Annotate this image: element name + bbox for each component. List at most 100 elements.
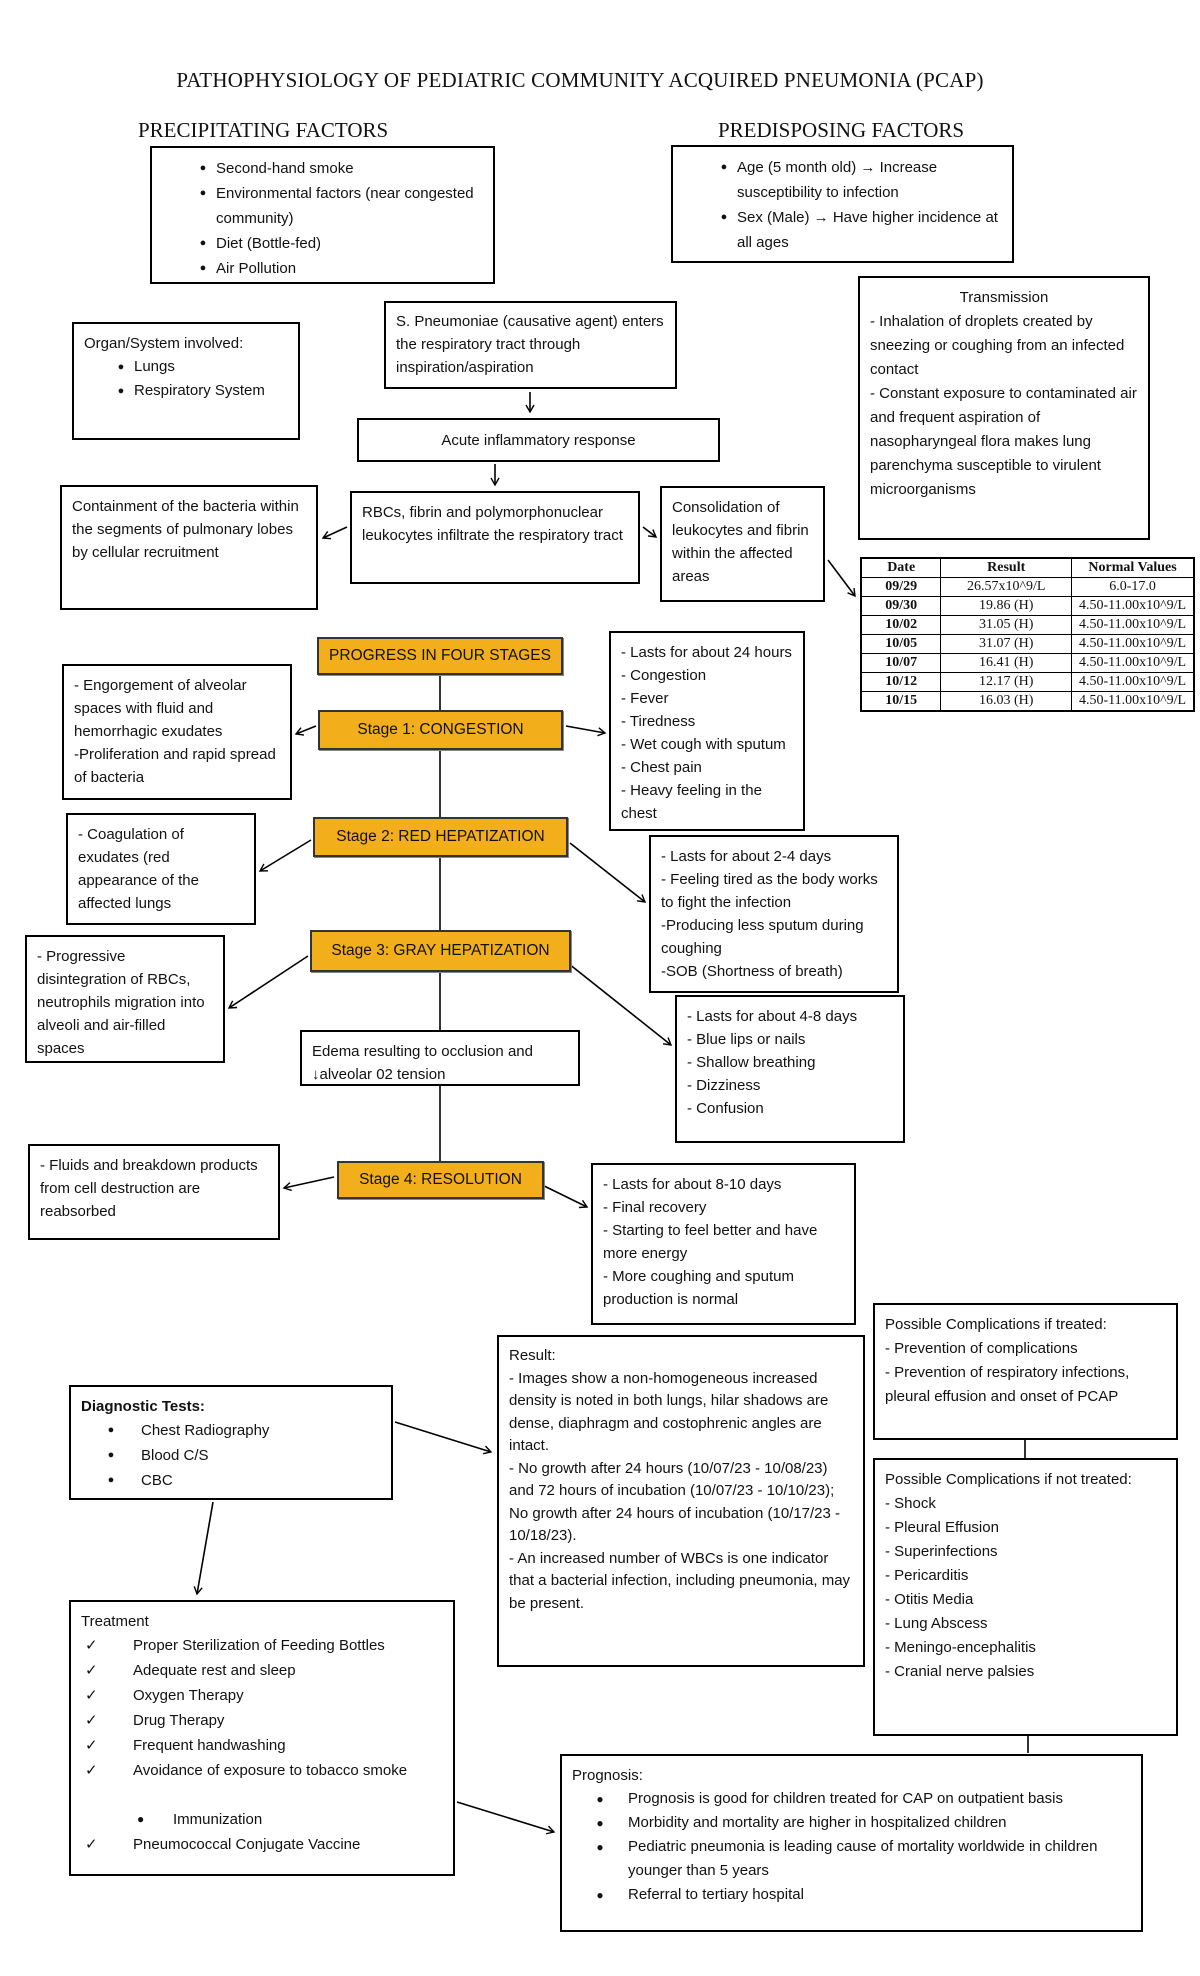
- heading-precipitating-factors: PRECIPITATING FACTORS: [138, 118, 389, 142]
- progress-label: PROGRESS IN FOUR STAGES: [329, 647, 551, 664]
- stage1-pathology-line: - Engorgement of alveolar spaces with fl…: [74, 677, 247, 740]
- stage1-pathology-box: - Engorgement of alveolar spaces with fl…: [62, 664, 292, 800]
- organ-item: Lungs: [134, 358, 175, 375]
- stage2-pathology-box: - Coagulation of exudates (red appearanc…: [66, 813, 256, 925]
- treatment-item: Oxygen Therapy: [133, 1687, 244, 1704]
- stage4-pathology-box: - Fluids and breakdown products from cel…: [28, 1144, 280, 1240]
- bullet-icon: ●: [107, 1449, 115, 1461]
- prognosis-item: Prognosis is good for children treated f…: [628, 1790, 1063, 1807]
- date-cell: 10/12: [860, 672, 942, 692]
- predisposing-item: Sex (Male) → Have higher incidence at al…: [737, 209, 998, 251]
- consolidation-box: Consolidation of leukocytes and fibrin w…: [660, 486, 825, 602]
- stage1-congestion-box: Stage 1: CONGESTION: [318, 710, 563, 750]
- result-cell: 19.86 (H): [940, 596, 1073, 616]
- stage1-symptom: - Tiredness: [621, 713, 696, 730]
- stage2-symptom: - Lasts for about 2-4 days: [661, 848, 832, 865]
- bullet-icon: ●: [117, 361, 125, 373]
- predisposing-item: Age (5 month old) → Increase susceptibil…: [737, 159, 938, 201]
- stage2-symptom: -SOB (Shortness of breath): [661, 963, 843, 980]
- table-header-date: Date: [860, 557, 942, 578]
- result-cell: 16.41 (H): [940, 653, 1073, 673]
- stage4-symptom: - More coughing and sputum production is…: [603, 1268, 794, 1308]
- diagnostic-item: CBC: [141, 1472, 173, 1489]
- result-paragraph: - No growth after 24 hours (10/07/23 - 1…: [509, 1459, 841, 1545]
- complications-untreated-line: - Superinfections: [885, 1543, 998, 1560]
- bullet-icon: ●: [107, 1424, 115, 1436]
- transmission-line: - Inhalation of droplets created by snee…: [870, 313, 1125, 378]
- bullet-icon: ●: [107, 1474, 115, 1486]
- complications-treated-line: - Prevention of complications: [885, 1340, 1078, 1357]
- treatment-item: Proper Sterilization of Feeding Bottles: [133, 1637, 385, 1654]
- stage4-symptom: - Starting to feel better and have more …: [603, 1222, 818, 1262]
- check-icon: ✓: [85, 1836, 98, 1853]
- bullet-icon: ●: [596, 1792, 604, 1806]
- date-cell: 10/05: [860, 634, 942, 654]
- complications-untreated-line: - Otitis Media: [885, 1591, 974, 1608]
- organ-item: Respiratory System: [134, 382, 265, 399]
- stage1-symptom: - Congestion: [621, 667, 707, 684]
- complications-untreated-line: - Pleural Effusion: [885, 1519, 999, 1536]
- stage1-symptom: - Lasts for about 24 hours: [621, 644, 792, 661]
- bullet-icon: ●: [720, 211, 728, 223]
- stage4-label: Stage 4: RESOLUTION: [359, 1171, 522, 1188]
- bullet-icon: ●: [137, 1812, 145, 1826]
- treatment-item: Drug Therapy: [133, 1712, 225, 1729]
- normal-cell: 4.50-11.00x10^9/L: [1071, 653, 1195, 673]
- prognosis-box: Prognosis: ●Prognosis is good for childr…: [560, 1754, 1143, 1932]
- bullet-icon: ●: [720, 161, 728, 173]
- edema-occlusion-box: Edema resulting to occlusion and ↓alveol…: [300, 1030, 580, 1086]
- date-cell: 10/07: [860, 653, 942, 673]
- check-icon: ✓: [85, 1762, 98, 1779]
- check-icon: ✓: [85, 1712, 98, 1729]
- result-paragraph: - An increased number of WBCs is one ind…: [509, 1549, 851, 1612]
- normal-cell: 4.50-11.00x10^9/L: [1071, 596, 1195, 616]
- bullet-icon: ●: [199, 262, 207, 274]
- rbcs-infiltrate-box: RBCs, fibrin and polymorphonuclear leuko…: [350, 491, 640, 584]
- normal-cell: 4.50-11.00x10^9/L: [1071, 615, 1195, 635]
- transmission-line: - Constant exposure to contaminated air …: [870, 385, 1137, 498]
- bullet-icon: ●: [199, 162, 207, 174]
- complications-untreated-box: Possible Complications if not treated: -…: [873, 1458, 1178, 1736]
- stage4-symptoms-box: - Lasts for about 8-10 days - Final reco…: [591, 1163, 856, 1325]
- check-icon: ✓: [85, 1737, 98, 1754]
- complications-treated-title: Possible Complications if treated:: [885, 1316, 1107, 1333]
- progress-four-stages-box: PROGRESS IN FOUR STAGES: [317, 637, 563, 675]
- precipitating-item: Diet (Bottle-fed): [216, 235, 322, 252]
- stage3-symptom: - Shallow breathing: [687, 1054, 816, 1071]
- complications-treated-line: - Prevention of respiratory infections, …: [885, 1364, 1130, 1405]
- stage1-label: Stage 1: CONGESTION: [357, 721, 524, 738]
- organ-system-box: Organ/System involved: ●Lungs ●Respirato…: [72, 322, 300, 440]
- treatment-item: Pneumococcal Conjugate Vaccine: [133, 1836, 361, 1853]
- stage1-symptom: - Wet cough with sputum: [621, 736, 786, 753]
- causative-agent-box: S. Pneumoniae (causative agent) enters t…: [384, 301, 677, 389]
- acute-inflammatory-box: Acute inflammatory response: [357, 418, 720, 462]
- stage4-resolution-box: Stage 4: RESOLUTION: [337, 1161, 544, 1199]
- stage2-red-hepatization-box: Stage 2: RED HEPATIZATION: [313, 817, 568, 857]
- containment-box: Containment of the bacteria within the s…: [60, 485, 318, 610]
- stage3-symptom: - Confusion: [687, 1100, 764, 1117]
- result-cell: 31.07 (H): [940, 634, 1073, 654]
- stage2-pathology-line: - Coagulation of exudates (red appearanc…: [78, 826, 199, 912]
- bullet-icon: ●: [199, 187, 207, 199]
- treatment-item: Avoidance of exposure to tobacco smoke: [133, 1762, 408, 1779]
- stage1-symptom: - Fever: [621, 690, 669, 707]
- result-box: Result: - Images show a non-homogeneous …: [497, 1335, 865, 1667]
- diagnostic-item: Chest Radiography: [141, 1422, 270, 1439]
- stage3-pathology-box: - Progressive disintegration of RBCs, ne…: [25, 935, 225, 1063]
- date-cell: 10/15: [860, 691, 942, 712]
- bullet-icon: ●: [117, 385, 125, 397]
- stage1-pathology-line: -Proliferation and rapid spread of bacte…: [74, 746, 276, 786]
- treatment-box: Treatment ✓Proper Sterilization of Feedi…: [69, 1600, 455, 1876]
- precipitating-item: Second-hand smoke: [216, 160, 354, 177]
- stage1-symptom: - Chest pain: [621, 759, 702, 776]
- complications-untreated-line: - Shock: [885, 1495, 936, 1512]
- stage3-label: Stage 3: GRAY HEPATIZATION: [331, 942, 550, 959]
